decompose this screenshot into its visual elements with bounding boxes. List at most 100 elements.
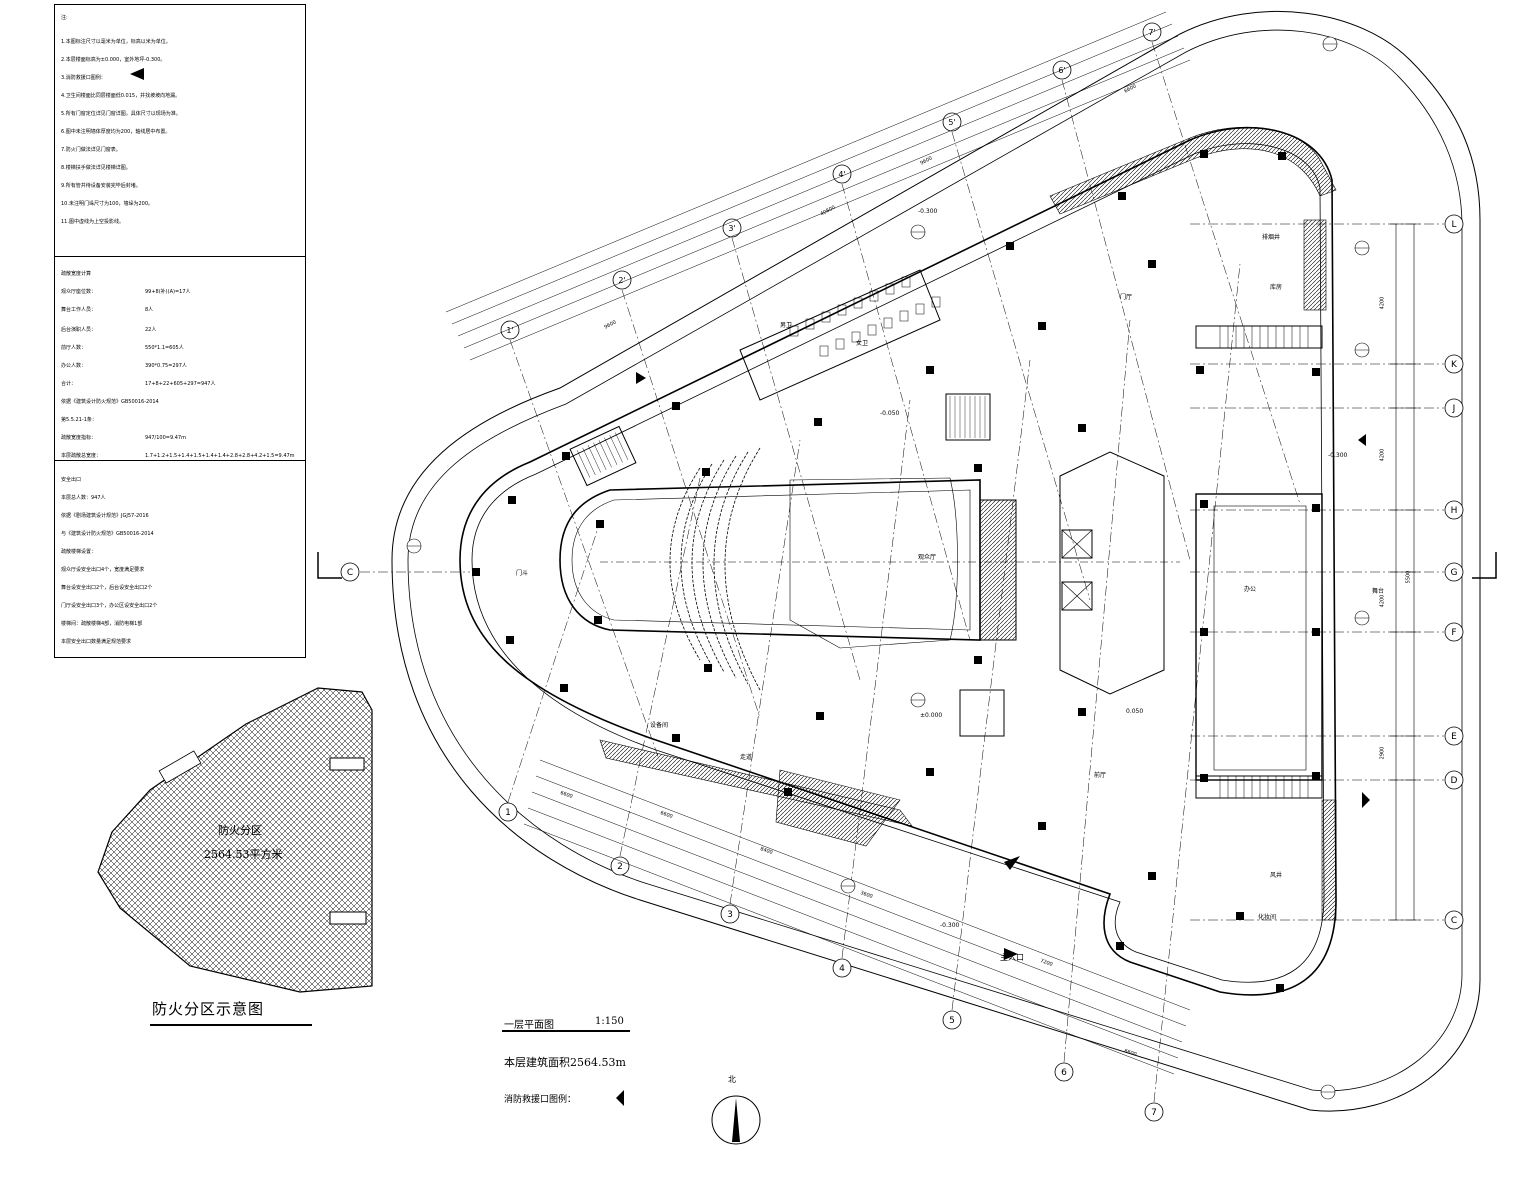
grid-line	[1063, 319, 1131, 1063]
column	[1312, 504, 1320, 512]
grid-bubble	[1142, 22, 1162, 42]
column	[704, 664, 712, 672]
evac-value: 1.7+1.2+1.5+1.4+1.5+1.4+1.4+2.8+2.8+4.2+…	[145, 453, 295, 459]
site-boundary-inner	[407, 29, 1463, 1092]
column	[816, 712, 824, 720]
evac-label: 疏散宽度指标：	[61, 435, 97, 441]
stair-tread	[615, 432, 629, 460]
plan-title-underline	[502, 1030, 630, 1032]
column	[596, 520, 604, 528]
column	[1078, 424, 1086, 432]
grid-line	[841, 399, 911, 959]
evac-value: 17+8+22+605+297=947人	[145, 381, 216, 387]
grid-bubble	[498, 802, 518, 822]
main-entrance-label: 主入口	[1000, 953, 1024, 962]
grid-bubble-label: 2'	[618, 276, 625, 285]
column	[926, 366, 934, 374]
exit-row: 疏散楼梯设置：	[61, 549, 97, 555]
fire-zone-title: 防火分区示意图	[152, 1000, 265, 1018]
level-mark: 0.050	[1126, 708, 1144, 715]
toilet-block	[739, 269, 941, 401]
dimension-text: 4200	[1379, 296, 1386, 310]
stair-tread	[604, 437, 618, 465]
toilet-fixture	[821, 311, 831, 323]
core-hexagon	[1059, 451, 1165, 695]
column	[1200, 500, 1208, 508]
room-label: 观众厅	[918, 554, 937, 561]
entrance-arrow	[1004, 948, 1018, 960]
general-notes-section: 注: 1.本图标注尺寸以毫米为单位，标高以米为单位。 2.本层楼面标高为±0.0…	[55, 5, 305, 257]
grid-bubble	[720, 904, 740, 924]
note-line: 10.未注明门垛尺寸为100，墙垛为200。	[61, 201, 154, 207]
note-line: 11.图中虚线为上空投影线。	[61, 219, 124, 225]
stage-outline	[789, 477, 958, 649]
grid-bubble-label: 1'	[506, 326, 513, 335]
evac-value: 947/100=9.47m	[145, 435, 186, 441]
evac-value: 390*0.75=297人	[145, 363, 187, 369]
seating-row	[691, 459, 725, 673]
grid-bubble-label: L	[1451, 220, 1456, 230]
room-label: 库房	[1270, 284, 1283, 291]
fire-zone-shape	[97, 687, 373, 993]
toilet-fixture	[837, 304, 847, 316]
stair-east-lower	[1195, 775, 1323, 799]
dimension-line	[451, 23, 1173, 325]
grid-line	[621, 289, 761, 719]
column	[1078, 708, 1086, 716]
grid-bubble	[1444, 562, 1464, 582]
column	[672, 734, 680, 742]
room-label: 女卫	[856, 340, 869, 347]
evac-label: 观众厅座位数：	[61, 289, 97, 295]
grid-line	[951, 359, 1031, 1011]
toilet-fixture	[899, 310, 909, 322]
building-outline-inner	[471, 143, 1325, 983]
exit-header: 安全出口	[61, 477, 82, 483]
note-line: 5.所有门窗定位详见门窗详图，具体尺寸以现场为准。	[61, 111, 181, 117]
stair-tread	[577, 450, 591, 478]
grid-line	[729, 439, 801, 905]
seating-row	[702, 455, 737, 679]
level-mark: -0.050	[880, 410, 900, 417]
grid-bubble-label: J	[1452, 404, 1456, 414]
grid-line	[841, 183, 971, 641]
column	[784, 788, 792, 796]
stair-tread	[582, 447, 596, 476]
stair-south	[959, 689, 1005, 737]
column	[926, 768, 934, 776]
column	[1278, 152, 1286, 160]
shaft-hatch	[979, 499, 1017, 641]
level-mark: -0.300	[940, 922, 960, 929]
grid-bubble	[1144, 1102, 1164, 1122]
north-label: 北	[728, 1075, 736, 1084]
grid-line	[509, 339, 661, 763]
grid-line	[619, 477, 701, 857]
note-line: 7.防火门做法详见门窗表。	[61, 147, 121, 153]
exit-row: 观众厅设安全出口4个，宽度满足要求	[61, 567, 145, 573]
evacuation-header: 疏散宽度计算	[61, 271, 92, 277]
grid-bubble-label: C	[1451, 916, 1457, 926]
evac-label: 本层疏散总宽度：	[61, 453, 102, 459]
note-line: 3.消防救援口图例：	[61, 75, 106, 81]
room-label: 化妆间	[1258, 914, 1277, 921]
evac-label: 舞台工作人员：	[61, 307, 97, 313]
column	[560, 684, 568, 692]
toilet-fixture	[805, 318, 815, 330]
facade-hatch	[1303, 219, 1327, 311]
column	[1312, 368, 1320, 376]
stair-north	[945, 393, 991, 441]
fire-zone-notch	[329, 911, 367, 925]
grid-bubble-label: 7	[1151, 1108, 1157, 1118]
exit-row: 与《建筑设计防火规范》GB50016-2014	[61, 531, 154, 537]
exit-row: 楼梯间：疏散楼梯4部，消防电梯1部	[61, 621, 143, 627]
plan-scale: 1:150	[595, 1016, 624, 1027]
rescue-window-mark	[1362, 792, 1370, 808]
grid-bubble	[832, 958, 852, 978]
grid-bubble-label: 5'	[948, 118, 955, 127]
grid-bubble-label: 6	[1061, 1068, 1067, 1078]
exit-section: 安全出口 本层总人数：947人 依据《剧场建筑设计规范》JGJ57-2016 与…	[55, 461, 305, 659]
exit-row: 本层安全出口数量满足规范要求	[61, 639, 132, 645]
grid-bubble-label: 4	[839, 964, 845, 974]
room-label: 男卫	[780, 322, 793, 329]
grid-bubble	[612, 270, 632, 290]
room-label: 舞台	[1372, 588, 1385, 595]
